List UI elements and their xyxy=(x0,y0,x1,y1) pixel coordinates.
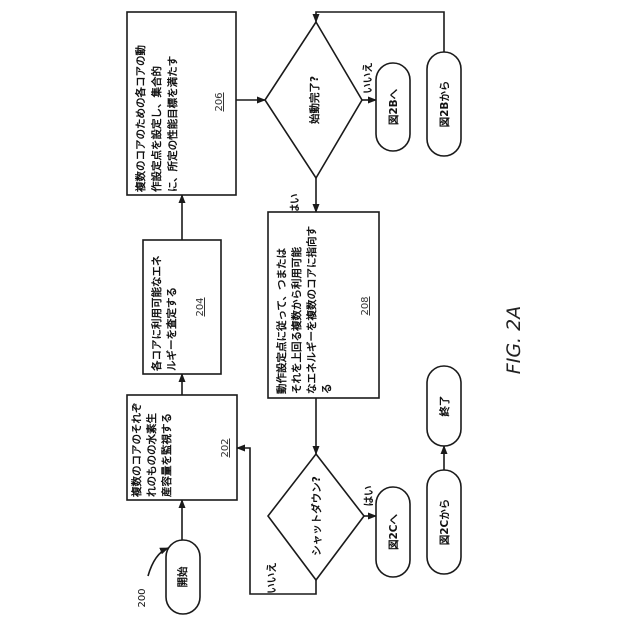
shutdown-no-label: いいえ xyxy=(266,562,278,594)
figure-label: FIG. 2A xyxy=(503,306,525,374)
from-2C-label: 図2Cから xyxy=(439,499,451,546)
box-206-text-1: 複数のコアのための各コアの動 xyxy=(134,45,147,193)
from-2B-label: 図2Bから xyxy=(439,81,451,128)
box-202-text-2: れのものの水素生 xyxy=(145,413,158,497)
box-202-ref: 202 xyxy=(220,438,231,457)
decision-startup-label: 始動完了? xyxy=(308,76,321,124)
end-terminal: 終了 xyxy=(427,366,461,446)
process-box-206: 複数のコアのための各コアの動 作設定点を設定し、集合的 に、所定の性能目標を満た… xyxy=(127,12,236,195)
box-204-text-2: ルギーを査定する xyxy=(165,287,178,371)
box-208-text-4: る xyxy=(321,384,333,395)
box-202-text-3: 産容量を監視する xyxy=(160,413,173,497)
process-box-204: 各コアに利用可能なエネ ルギーを査定する 204 xyxy=(143,240,221,374)
connector-from-2B: 図2Bから xyxy=(427,52,461,156)
box-206-text-2: 作設定点を設定し、集合的 xyxy=(150,66,163,192)
shutdown-yes-label: はい xyxy=(363,486,375,507)
decision-startup-complete: 始動完了? xyxy=(265,22,362,178)
start-label: 開始 xyxy=(176,566,189,587)
box-206-text-3: に、所定の性能目標を満たす xyxy=(166,56,179,192)
box-202-text-1: 複数のコアのそれぞ xyxy=(130,403,143,499)
box-204-text-1: 各コアに利用可能なエネ xyxy=(150,255,163,372)
box-208-text-1: 動作設定点に従って、つまたは xyxy=(275,248,288,394)
end-label: 終了 xyxy=(438,396,451,417)
connector-from-2C: 図2Cから xyxy=(427,470,461,574)
connector-from-2B-to-startup xyxy=(316,12,444,52)
connector-to-2B: 図2Bへ xyxy=(376,63,410,151)
start-terminal: 開始 xyxy=(166,540,200,614)
diagram-number-arrow xyxy=(148,548,168,576)
to-2C-label: 図2Cへ xyxy=(388,513,400,550)
startup-no-label: いいえ xyxy=(362,62,374,94)
diagram-number: 200 xyxy=(137,588,148,607)
box-204-ref: 204 xyxy=(195,297,206,316)
box-208-text-3: なエネルギーを複数のコアに指向す xyxy=(305,226,318,394)
decision-shutdown: シャットダウン? xyxy=(268,454,364,580)
to-2B-label: 図2Bへ xyxy=(388,88,400,125)
process-box-208: 動作設定点に従って、つまたは それを上回る複数から利用可能 なエネルギーを複数の… xyxy=(268,212,379,398)
box-208-ref: 208 xyxy=(360,296,371,315)
process-box-202: 複数のコアのそれぞ れのものの水素生 産容量を監視する 202 xyxy=(127,395,237,500)
decision-shutdown-label: シャットダウン? xyxy=(310,476,323,556)
box-208-text-2: それを上回る複数から利用可能 xyxy=(290,247,303,394)
box-206-ref: 206 xyxy=(214,92,225,111)
connector-to-2C: 図2Cへ xyxy=(376,487,410,577)
